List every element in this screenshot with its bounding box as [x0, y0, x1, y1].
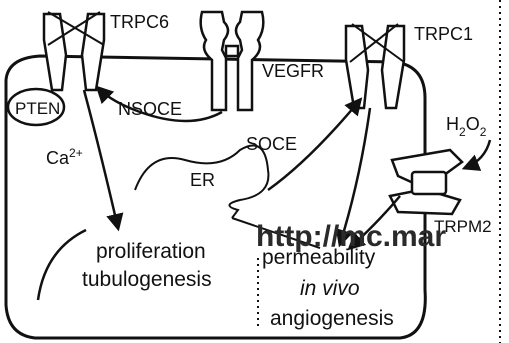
trpm2-channel [390, 150, 462, 214]
nsoce-label: NSOCE [118, 99, 182, 119]
trpc1-channel [346, 26, 404, 108]
trpc6-channel [44, 14, 104, 90]
ca-to-proliferation-arrow [84, 90, 118, 228]
proliferation-feedback-curve [38, 230, 86, 300]
vegfr-label: VEGFR [262, 61, 324, 81]
angiogenesis-label: angiogenesis [270, 307, 394, 330]
trpc1-label: TRPC1 [414, 24, 473, 44]
h2o2-label: H2O2 [446, 114, 487, 139]
permeability-label: permeability [262, 246, 376, 269]
proliferation-label: proliferation [96, 240, 206, 263]
calcium-label: Ca2+ [46, 146, 83, 168]
in-vivo-label: in vivo [300, 277, 360, 300]
tubulogenesis-label: tubulogenesis [82, 268, 212, 291]
h2o2-arrow [465, 140, 490, 168]
soce-label: SOCE [246, 134, 297, 154]
pten-label: PTEN [15, 99, 60, 118]
trpc6-label: TRPC6 [110, 12, 169, 32]
er-label: ER [190, 170, 215, 190]
